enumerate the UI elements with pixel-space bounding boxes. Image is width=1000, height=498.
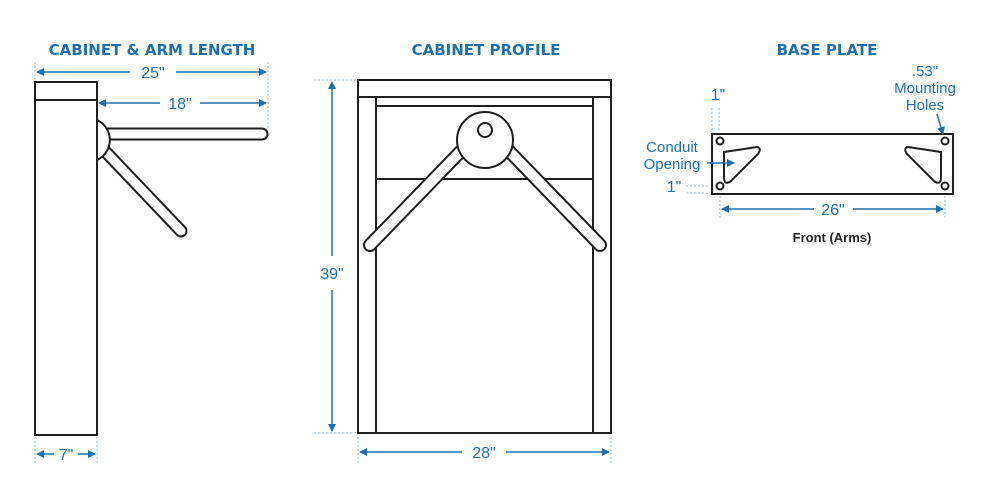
conduit-opening-left	[723, 145, 761, 184]
conduit-label-line1: Conduit	[646, 139, 699, 156]
base-plate-panel: BASE PLATE 1" 1" Conduit Opening .53" Mo…	[644, 41, 956, 245]
mounting-label-line1: Mounting	[894, 80, 956, 97]
arm-diagonal	[97, 143, 186, 236]
cabinet-profile-panel: CABINET PROFILE 39" 28"	[314, 41, 612, 464]
conduit-label-line2: Opening	[644, 156, 701, 173]
dim-18-label: 18"	[168, 96, 191, 113]
profile-hub	[456, 111, 514, 169]
arm-hub	[96, 119, 111, 161]
dim-7-label: 7"	[59, 447, 74, 464]
mounting-hole	[940, 181, 950, 191]
dim-39-label: 39"	[320, 266, 343, 283]
cabinet-side	[34, 81, 98, 436]
conduit-opening-right	[904, 145, 942, 184]
mounting-hole	[715, 181, 725, 191]
dim-26-label: 26"	[821, 202, 844, 219]
mounting-hole	[715, 136, 725, 146]
inset-bottom-label: 1"	[667, 179, 682, 196]
cabinet-frame	[357, 79, 612, 434]
inset-top-label: 1"	[711, 87, 726, 104]
mounting-hole	[940, 136, 950, 146]
front-arms-caption: Front (Arms)	[793, 230, 872, 245]
profile-arm-left	[365, 145, 467, 250]
mounting-callout-arrow	[936, 113, 945, 135]
profile-hub-pin	[477, 122, 493, 138]
profile-arm-right	[503, 145, 605, 250]
cabinet-arm-title: CABINET & ARM LENGTH	[49, 41, 256, 59]
dim-25-label: 25"	[141, 65, 164, 82]
cabinet-profile-title: CABINET PROFILE	[412, 41, 561, 59]
base-plate-title: BASE PLATE	[777, 41, 878, 59]
mounting-size-label: .53"	[912, 63, 938, 80]
base-plate	[711, 133, 954, 195]
mounting-label-line2: Holes	[906, 97, 944, 114]
dim-28-label: 28"	[472, 445, 495, 462]
cabinet-arm-panel: CABINET & ARM LENGTH 25" 18" 7"	[34, 41, 269, 464]
